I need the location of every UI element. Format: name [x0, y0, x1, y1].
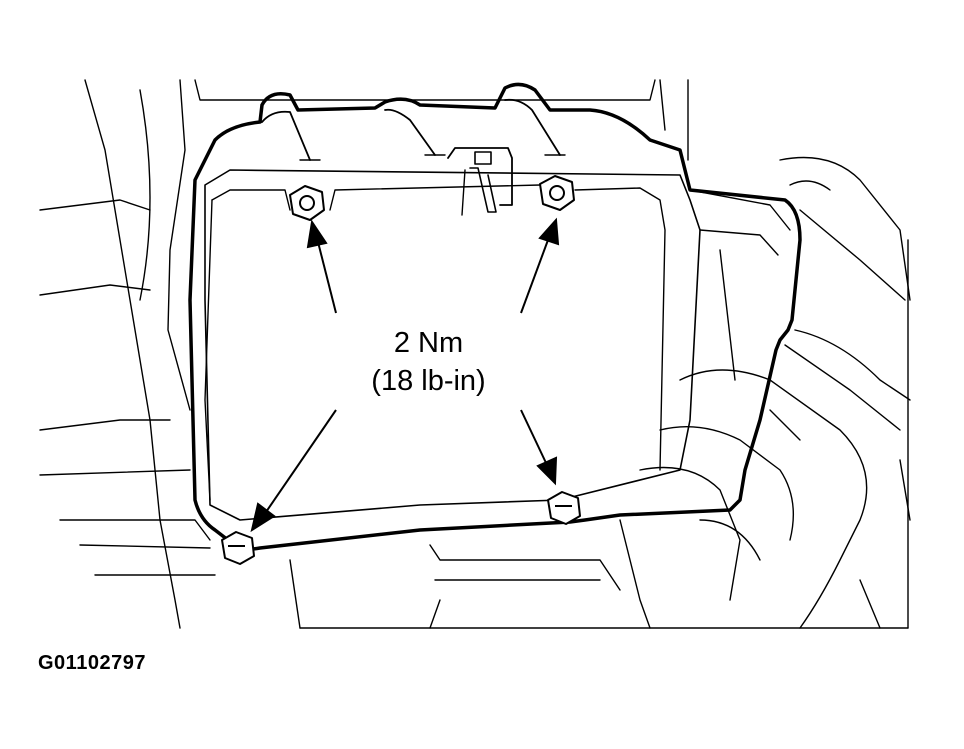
torque-value-metric: 2 Nm [393, 326, 464, 359]
background-linework [39, 79, 911, 629]
arrowhead-bottom-right [536, 456, 558, 486]
arrowhead-top-right [538, 217, 560, 246]
leader-top-right [520, 239, 549, 314]
bolt-bottom-left [221, 531, 255, 565]
mounting-bolts [221, 175, 581, 565]
leader-bottom-left [265, 409, 337, 513]
bolt-top-left [289, 185, 325, 221]
callout-leader-lines [250, 217, 560, 533]
bolt-top-right [539, 175, 575, 211]
arrowhead-bottom-left [250, 502, 276, 533]
bolt-bottom-right [547, 491, 581, 525]
leader-top-left [317, 241, 337, 314]
torque-value-imperial: (18 lb-in) [371, 364, 486, 397]
arrowhead-top-left [306, 219, 328, 249]
leader-bottom-right [520, 409, 548, 466]
figure-id-label: G01102797 [38, 652, 146, 674]
torque-callout-box: 2 Nm (18 lb-in) [336, 313, 521, 410]
